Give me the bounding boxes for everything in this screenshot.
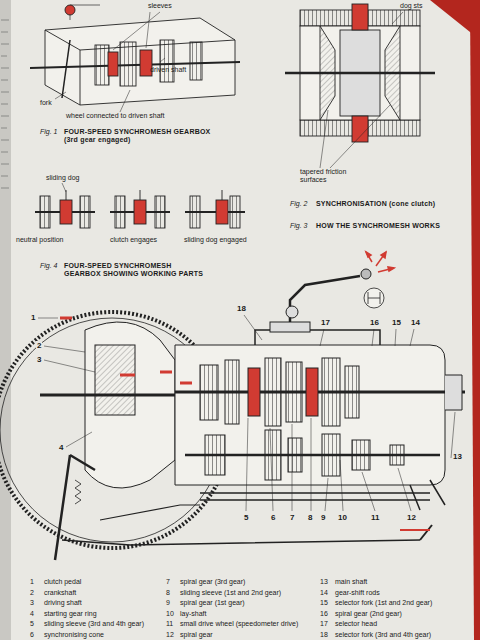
callout-number: 14	[410, 318, 421, 327]
part-label: sliding dog	[46, 174, 79, 182]
key-text: spiral gear (1st gear)	[180, 599, 245, 607]
callout-number: 4	[58, 443, 64, 452]
key-number: 12	[166, 631, 174, 639]
key-text: main shaft	[335, 578, 367, 586]
callout-number: 3	[36, 355, 42, 364]
key-number: 2	[30, 589, 34, 597]
key-number: 7	[166, 578, 170, 586]
callout-number: 10	[337, 513, 348, 522]
figure-caption: HOW THE SYNCHROMESH WORKS	[316, 222, 466, 230]
key-text: sliding sleeve (3rd and 4th gear)	[44, 620, 144, 628]
callout-number: 9	[320, 513, 326, 522]
key-text: lay-shaft	[180, 610, 206, 618]
key-number: 8	[166, 589, 170, 597]
callout-number: 17	[320, 318, 331, 327]
key-text: starting gear ring	[44, 610, 97, 618]
key-number: 6	[30, 631, 34, 639]
key-text: driving shaft	[44, 599, 82, 607]
key-text: spiral gear (3rd gear)	[180, 578, 245, 586]
callout-number: 16	[369, 318, 380, 327]
figure-number: Fig. 2	[290, 200, 308, 208]
callout-number: 15	[391, 318, 402, 327]
part-label: fork	[40, 99, 52, 107]
part-label: clutch engages	[110, 236, 157, 244]
callout-number: 12	[406, 513, 417, 522]
key-text: selector head	[335, 620, 377, 628]
callout-number: 2	[36, 341, 42, 350]
figure-number: Fig. 3	[290, 222, 308, 230]
callout-number: 5	[243, 513, 249, 522]
key-text: clutch pedal	[44, 578, 81, 586]
part-label: dog sts	[400, 2, 423, 10]
callout-number: 7	[289, 513, 295, 522]
key-number: 18	[320, 631, 328, 639]
figure-caption: SYNCHRONISATION (cone clutch)	[316, 200, 466, 208]
key-number: 16	[320, 610, 328, 618]
callout-number: 1	[30, 313, 36, 322]
callout-number: 8	[307, 513, 313, 522]
figure-caption: FOUR-SPEED SYNCHROMESH GEARBOX SHOWING W…	[64, 262, 204, 278]
key-text: selector fork (3rd and 4th gear)	[335, 631, 431, 639]
key-number: 10	[166, 610, 174, 618]
part-label: sliding dog engaged	[184, 236, 247, 244]
key-text: sliding sleeve (1st and 2nd gear)	[180, 589, 281, 597]
callout-number: 6	[270, 513, 276, 522]
key-text: gear-shift rods	[335, 589, 380, 597]
key-text: crankshaft	[44, 589, 76, 597]
key-number: 5	[30, 620, 34, 628]
part-label: tapered friction surfaces	[300, 168, 370, 184]
callout-number: 18	[236, 304, 247, 313]
figure-caption: FOUR-SPEED SYNCHROMESH GEARBOX (3rd gear…	[64, 128, 214, 144]
key-number: 13	[320, 578, 328, 586]
part-label: wheel connected to driven shaft	[66, 112, 164, 120]
key-text: selector fork (1st and 2nd gear)	[335, 599, 432, 607]
key-text: small drive wheel (speedometer drive)	[180, 620, 298, 628]
key-number: 9	[166, 599, 170, 607]
callout-number: 13	[452, 452, 463, 461]
part-label: neutral position	[16, 236, 63, 244]
key-text: spiral gear (2nd gear)	[335, 610, 402, 618]
key-number: 1	[30, 578, 34, 586]
figure-number: Fig. 1	[40, 128, 58, 136]
part-label: driven shaft	[150, 66, 186, 74]
key-number: 11	[166, 620, 173, 628]
key-text: synchronising cone	[44, 631, 104, 639]
key-number: 15	[320, 599, 328, 607]
key-number: 17	[320, 620, 328, 628]
part-label: sleeves	[148, 2, 172, 10]
key-number: 14	[320, 589, 328, 597]
callout-number: 11	[370, 513, 380, 522]
key-number: 4	[30, 610, 34, 618]
key-number: 3	[30, 599, 34, 607]
key-text: spiral gear	[180, 631, 213, 639]
figure-number: Fig. 4	[40, 262, 58, 270]
